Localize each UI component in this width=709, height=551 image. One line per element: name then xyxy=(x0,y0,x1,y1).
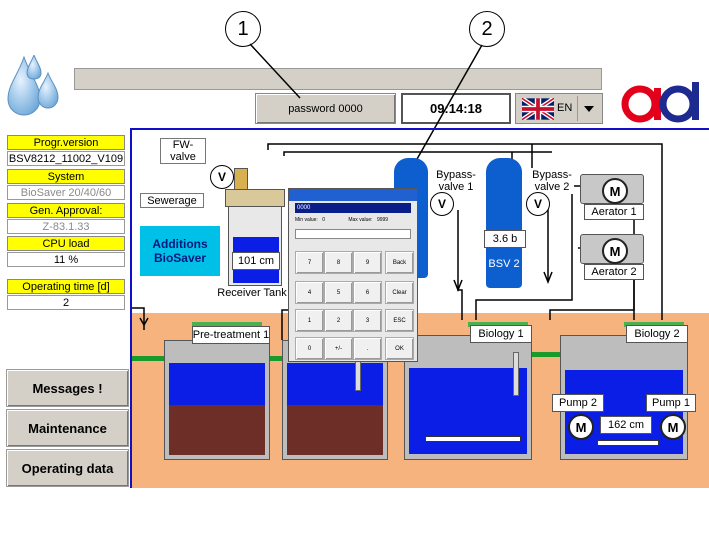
aerator2-motor-icon[interactable]: M xyxy=(602,238,628,264)
keypad-range: Min value: 0 Max value: 9999 xyxy=(295,217,411,227)
biology2-label: Biology 2 xyxy=(626,325,688,343)
key-esc[interactable]: ESC xyxy=(385,309,414,332)
aerator1-label: Aerator 1 xyxy=(584,204,644,220)
keypad-dialog: 0000 Min value: 0 Max value: 9999 7 8 9 … xyxy=(288,188,418,362)
pump2-label: Pump 2 xyxy=(552,394,604,412)
receiver-tank xyxy=(225,189,285,286)
language-selector[interactable]: EN xyxy=(515,93,603,124)
biology1-label: Biology 1 xyxy=(470,325,532,343)
pretreatment2-sludge xyxy=(287,405,383,455)
key-ok[interactable]: OK xyxy=(385,337,414,360)
biology1-tank xyxy=(404,335,532,460)
pretreatment1-tank xyxy=(164,340,270,460)
password-button[interactable]: password 0000 xyxy=(255,93,396,124)
cpu-load-value: 11 % xyxy=(7,252,125,267)
aerator1-motor-icon[interactable]: M xyxy=(602,178,628,204)
pretreatment1-lid xyxy=(192,322,262,327)
pump2-motor-icon[interactable]: M xyxy=(568,414,594,440)
keypad-display[interactable]: 0000 xyxy=(295,203,411,213)
min-value-label: Min value: xyxy=(295,217,318,223)
callout-2: 2 xyxy=(469,11,505,47)
max-value: 9999 xyxy=(376,217,389,223)
language-label: EN xyxy=(557,102,573,114)
key-1[interactable]: 1 xyxy=(295,309,324,332)
sidebar-info-panel: Progr.version BSV8212_11002_V109 System … xyxy=(4,130,128,316)
key-3[interactable]: 3 xyxy=(353,309,382,332)
key-back[interactable]: Back xyxy=(385,251,414,274)
receiver-tank-cap xyxy=(225,189,285,207)
pretreatment1-water xyxy=(169,363,265,405)
pump1-motor-icon[interactable]: M xyxy=(660,414,686,440)
fw-valve-label: FW- valve xyxy=(160,138,206,164)
system-label: System xyxy=(7,169,125,184)
bsv2-tank xyxy=(486,158,522,288)
uk-flag-icon xyxy=(522,98,554,120)
bsv2-label: BSV 2 xyxy=(488,258,520,270)
pretreatment1-sludge xyxy=(169,405,265,455)
key-decimal[interactable]: . xyxy=(353,337,382,360)
progr-version-value: BSV8212_11002_V109 xyxy=(7,151,125,166)
system-value: BioSaver 20/40/60 xyxy=(7,185,125,200)
biology1-diffuser xyxy=(425,436,521,442)
approval-value: Z-83.1.33 xyxy=(7,219,125,234)
keypad-titlebar xyxy=(289,189,417,201)
additions-biosaver-button[interactable]: Additions BioSaver xyxy=(140,226,220,276)
title-bar xyxy=(74,68,602,90)
operating-time-value: 2 xyxy=(7,295,125,310)
receiver-tank-label: Receiver Tank xyxy=(217,287,287,299)
operating-time-label: Operating time [d] xyxy=(7,279,125,294)
receiver-tank-top-fitting xyxy=(234,168,248,190)
key-clear[interactable]: Clear xyxy=(385,281,414,304)
progr-version-label: Progr.version xyxy=(7,135,125,150)
receiver-level: 101 cm xyxy=(232,252,280,270)
pump1-label: Pump 1 xyxy=(646,394,696,412)
operating-data-button[interactable]: Operating data xyxy=(6,449,129,487)
approval-label: Gen. Approval: xyxy=(7,203,125,218)
bypass-valve2-label: Bypass- valve 2 xyxy=(530,168,574,194)
company-logo xyxy=(620,82,706,124)
sewerage-label: Sewerage xyxy=(140,193,204,208)
key-8[interactable]: 8 xyxy=(324,251,353,274)
water-drops-logo xyxy=(4,53,62,117)
key-0[interactable]: 0 xyxy=(295,337,324,360)
biology1-baffle xyxy=(513,352,519,396)
maintenance-button[interactable]: Maintenance xyxy=(6,409,129,447)
key-5[interactable]: 5 xyxy=(324,281,353,304)
key-6[interactable]: 6 xyxy=(353,281,382,304)
key-9[interactable]: 9 xyxy=(353,251,382,274)
baffle xyxy=(355,361,361,391)
key-7[interactable]: 7 xyxy=(295,251,324,274)
aerator2-label: Aerator 2 xyxy=(584,264,644,280)
messages-button[interactable]: Messages ! xyxy=(6,369,129,407)
bypass-valve2-icon[interactable]: V xyxy=(526,192,550,216)
pretreatment1-label: Pre-treatment 1 xyxy=(192,326,270,344)
key-plus-minus[interactable]: +/- xyxy=(324,337,353,360)
clock-display: 09:14:18 xyxy=(401,93,511,124)
biology2-level: 162 cm xyxy=(600,416,652,434)
bsv2-pressure: 3.6 b xyxy=(484,230,526,248)
pretreatment2-water xyxy=(287,363,383,405)
biology2-lid xyxy=(624,322,684,327)
key-2[interactable]: 2 xyxy=(324,309,353,332)
fw-valve-icon[interactable]: V xyxy=(210,165,234,189)
plant-diagram: Pre-treatment 1 Biology 1 Biology 2 Pump… xyxy=(130,128,709,488)
min-value: 0 xyxy=(322,217,325,223)
bypass-valve1-label: Bypass- valve 1 xyxy=(434,168,478,194)
biology2-diffuser xyxy=(597,440,659,446)
biology1-lid xyxy=(468,322,528,327)
callout-1: 1 xyxy=(225,11,261,47)
key-4[interactable]: 4 xyxy=(295,281,324,304)
cpu-load-label: CPU load xyxy=(7,236,125,251)
bypass-valve1-icon[interactable]: V xyxy=(430,192,454,216)
keypad-entry-field[interactable] xyxy=(295,229,411,239)
chevron-down-icon[interactable] xyxy=(577,96,600,121)
max-value-label: Max value: xyxy=(348,217,373,223)
